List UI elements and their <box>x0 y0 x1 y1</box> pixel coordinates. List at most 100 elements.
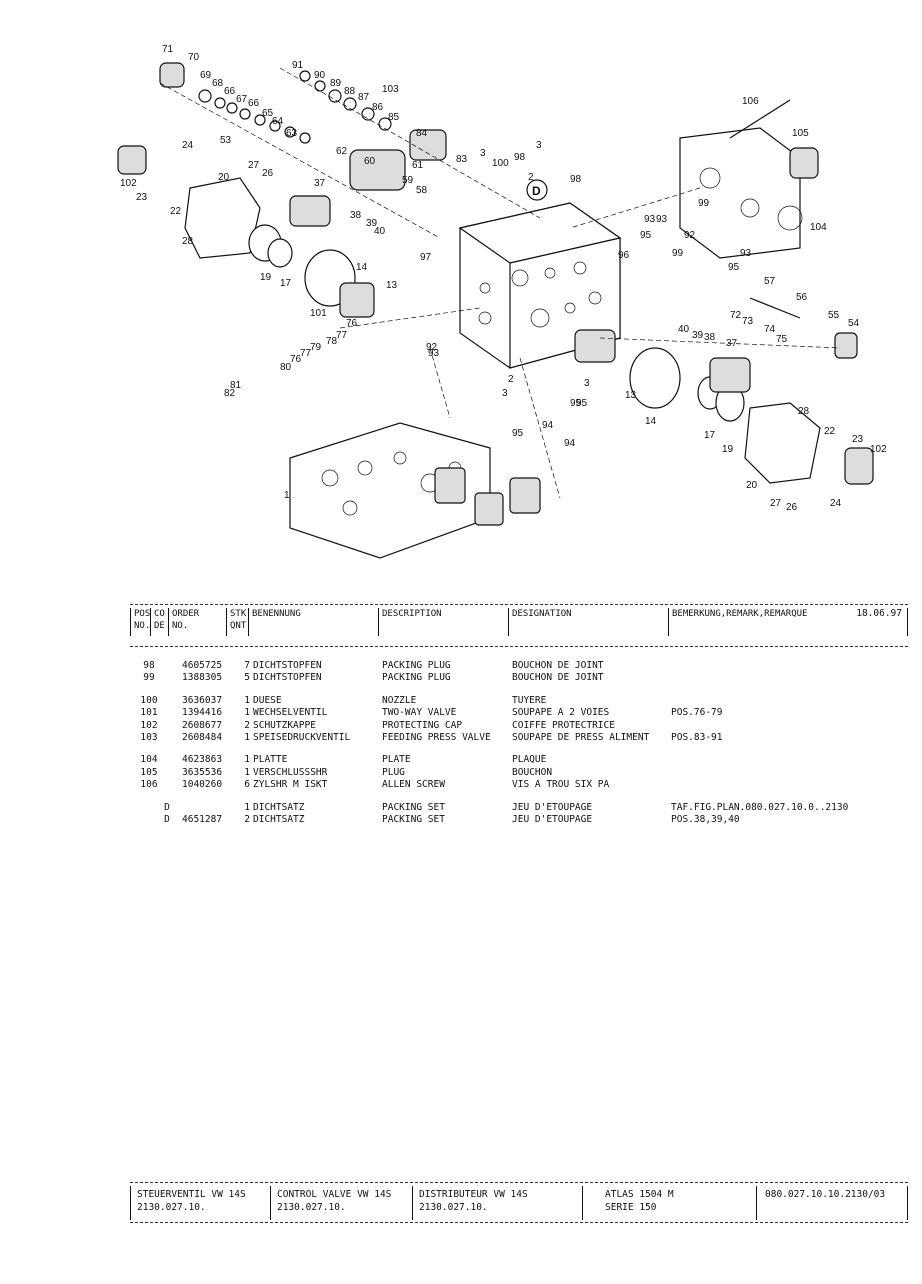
callout-number: 85 <box>388 112 400 123</box>
callout-number: 38 <box>704 332 716 343</box>
callout-number: 24 <box>830 498 842 509</box>
header-date: 18.06.97 <box>856 608 902 619</box>
callout-number: 79 <box>310 342 322 353</box>
row-benennung: DICHTSATZ <box>253 813 305 825</box>
callout-number: 76 <box>346 318 358 329</box>
callout-number: 69 <box>200 70 212 81</box>
row-qty: 1 <box>244 766 250 778</box>
callout-number: 105 <box>792 128 809 139</box>
row-pos: 99 <box>143 672 155 684</box>
row-designation: VIS A TROU SIX PA <box>512 779 610 791</box>
callout-number: 73 <box>742 316 754 327</box>
row-qty: 5 <box>244 672 250 684</box>
row-pos: 103 <box>140 731 158 743</box>
callout-number: 19 <box>260 272 272 283</box>
callout-number: 72 <box>730 310 742 321</box>
part-37-right <box>709 357 751 393</box>
page-footer: STEUERVENTIL VW 14S 2130.027.10. CONTROL… <box>130 1186 908 1220</box>
row-pos: 102 <box>140 719 158 731</box>
marker-label: D <box>532 184 541 198</box>
spring-14-right <box>629 347 681 409</box>
header-order: ORDER NO. <box>168 608 226 636</box>
callout-number: 19 <box>722 444 734 455</box>
callout-number: 104 <box>810 222 827 233</box>
row-description: PACKING PLUG <box>382 660 451 671</box>
callout-number: 27 <box>248 160 260 171</box>
row-co: D <box>164 813 170 825</box>
row-qty: 6 <box>244 779 250 791</box>
row-order: 2608677 <box>182 719 223 731</box>
callout-number: 20 <box>218 172 230 183</box>
row-benennung: ZYLSHR M ISKT <box>253 779 328 791</box>
row-pos: 105 <box>140 766 158 778</box>
callout-number: 53 <box>220 135 232 146</box>
callout-number: 95 <box>570 398 582 409</box>
callout-number: 87 <box>358 92 370 103</box>
row-benennung: DICHTSTOPFEN <box>253 672 322 684</box>
callout-number: 56 <box>796 292 808 303</box>
callout-number: 62 <box>336 146 348 157</box>
footer-model: ATLAS 1504 M SERIE 150 <box>582 1186 756 1220</box>
callout-number: 70 <box>188 52 200 63</box>
callout-number: 28 <box>182 236 194 247</box>
row-designation: TUYERE <box>512 694 547 706</box>
callout-number: 84 <box>416 128 428 139</box>
callout-number: 93 <box>740 248 752 259</box>
callout-number: 2 <box>528 172 534 183</box>
row-description: PLATE <box>382 754 411 766</box>
callout-number: 95 <box>640 230 652 241</box>
row-pos: 101 <box>140 707 158 719</box>
callout-number: 101 <box>310 308 327 319</box>
spool-61 <box>349 149 406 191</box>
callout-number: 27 <box>770 498 782 509</box>
row-order: 4623863 <box>182 754 223 766</box>
plate-104 <box>679 127 801 259</box>
callout-number: 2 <box>508 374 514 385</box>
callout-number: 95 <box>576 398 588 409</box>
callout-number: 77 <box>336 330 348 341</box>
row-benennung: SCHUTZKAPPE <box>253 719 316 731</box>
row-qty: 1 <box>244 707 250 719</box>
row-order: 4605725 <box>182 660 223 671</box>
row-order: 1388305 <box>182 672 223 684</box>
callout-number: 60 <box>364 156 376 167</box>
callout-number: 102 <box>120 178 137 189</box>
row-description: NOZZLE <box>382 694 417 706</box>
callout-number: 17 <box>704 430 716 441</box>
callout-number: 37 <box>314 178 326 189</box>
row-order: 3635536 <box>182 766 223 778</box>
callout-number: 59 <box>402 175 414 186</box>
row-remark: POS.76-79 <box>671 707 723 719</box>
callout-number: 77 <box>300 348 312 359</box>
callout-number: 23 <box>136 192 148 203</box>
row-order: 2608484 <box>182 731 223 743</box>
row-qty: 2 <box>244 813 250 825</box>
row-remark: POS.38,39,40 <box>671 813 740 825</box>
callout-number: 64 <box>272 116 284 127</box>
callout-number: 3 <box>480 148 486 159</box>
callout-number: 89 <box>330 78 342 89</box>
part-71 <box>159 62 185 88</box>
row-designation: PLAQUE <box>512 754 547 766</box>
callout-number: 95 <box>728 262 740 273</box>
row-pos: 106 <box>140 779 158 791</box>
callout-number: 24 <box>182 140 194 151</box>
callout-number: 106 <box>742 96 759 107</box>
row-qty: 2 <box>244 719 250 731</box>
callout-number: 3 <box>536 140 542 151</box>
callout-number: 66 <box>224 86 236 97</box>
callout-number: 95 <box>512 428 524 439</box>
row-qty: 1 <box>244 754 250 766</box>
row-benennung: VERSCHLUSSSHR <box>253 766 328 778</box>
header-bottom-rule <box>130 646 908 647</box>
row-description: FEEDING PRESS VALVE <box>382 731 491 743</box>
callout-number: 28 <box>798 406 810 417</box>
callout-number: 98 <box>514 152 526 163</box>
